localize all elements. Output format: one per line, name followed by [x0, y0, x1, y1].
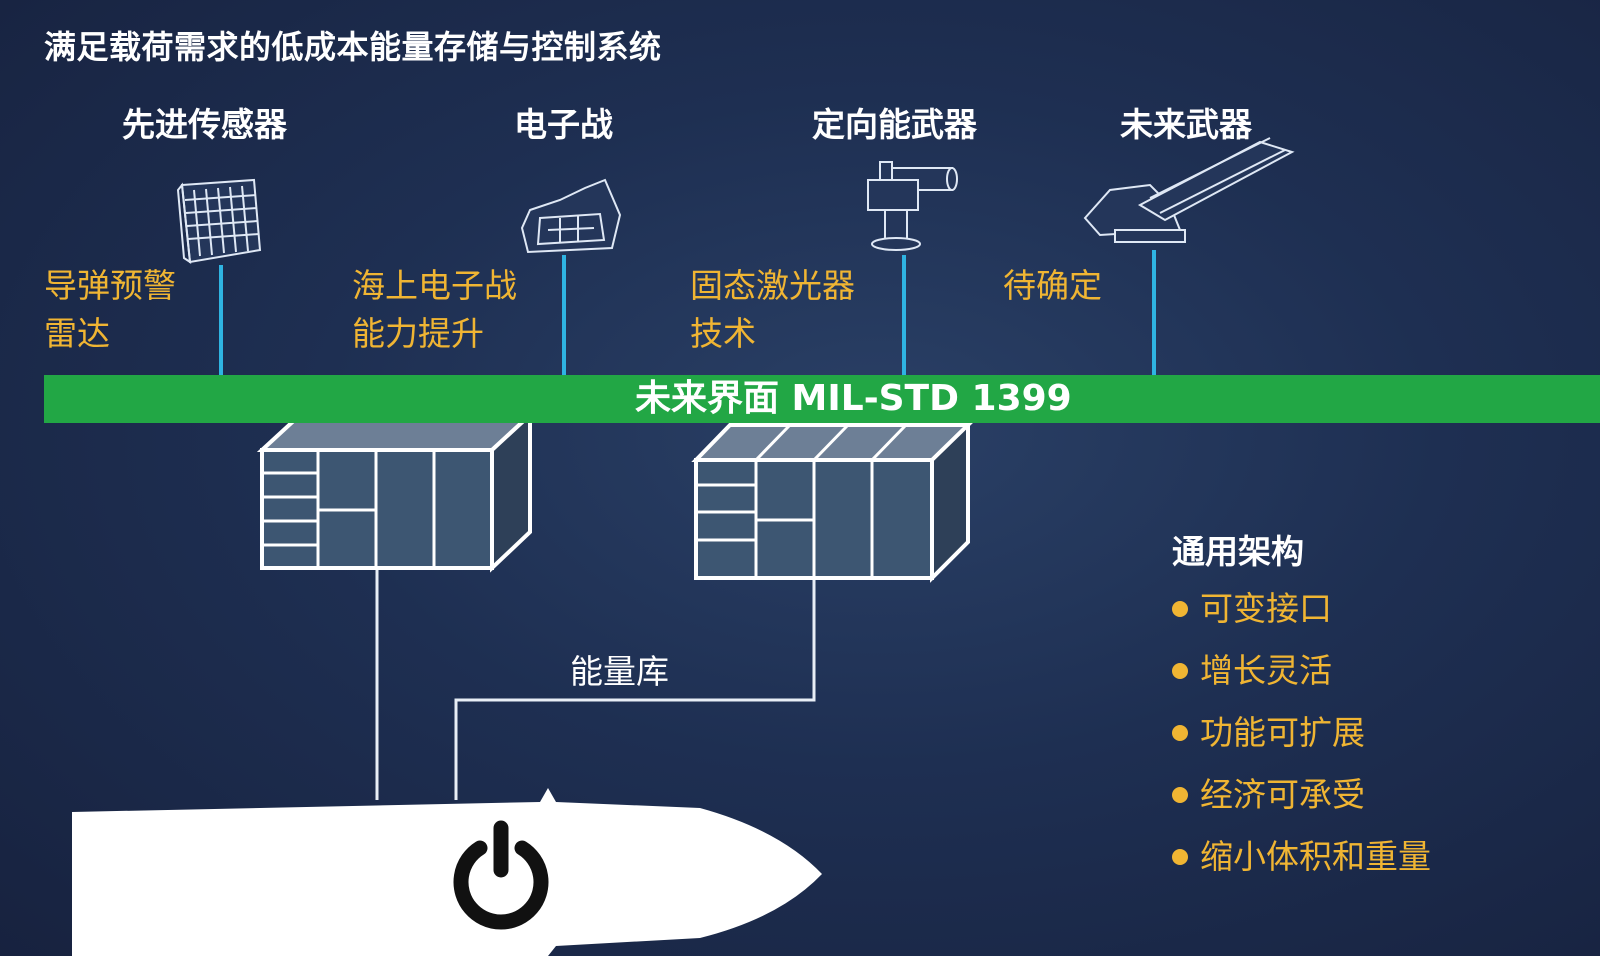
diagram-title: 满足载荷需求的低成本能量存储与控制系统 — [44, 28, 662, 66]
bus-label: 未来界面 MIL-STD 1399 — [635, 378, 1072, 419]
feature-label: 可变接口 — [1200, 589, 1332, 628]
list-item: 可变接口 — [1172, 588, 1431, 650]
architecture-feature-list: 可变接口 增长灵活 功能可扩展 经济可承受 缩小体积和重量 — [1172, 588, 1431, 898]
railgun-icon — [1083, 137, 1295, 243]
tech-electronic-warfare: 海上电子战 能力提升 — [352, 262, 517, 358]
tech-future-weapons: 待确定 — [1003, 262, 1102, 310]
laser-turret-icon — [867, 161, 958, 251]
tech-line: 技术 — [690, 314, 756, 353]
mil-std-bus — [44, 375, 1600, 423]
list-item: 功能可扩展 — [1172, 712, 1431, 774]
bullet-icon — [1172, 601, 1188, 617]
feature-label: 经济可承受 — [1200, 775, 1365, 814]
tech-advanced-sensors: 导弹预警 雷达 — [44, 262, 176, 358]
architecture-title: 通用架构 — [1172, 532, 1304, 571]
radar-icon — [176, 178, 262, 265]
bullet-icon — [1172, 849, 1188, 865]
connector-line — [902, 255, 906, 375]
list-item: 增长灵活 — [1172, 650, 1431, 712]
bullet-icon — [1172, 787, 1188, 803]
tech-line: 能力提升 — [352, 314, 484, 353]
feature-label: 增长灵活 — [1200, 651, 1332, 690]
category-future-weapons: 未来武器 — [1120, 105, 1252, 144]
energy-module-1 — [256, 410, 536, 573]
power-cables — [375, 570, 816, 800]
connector-line — [1152, 250, 1156, 375]
category-directed-energy: 定向能武器 — [812, 105, 977, 144]
category-advanced-sensors: 先进传感器 — [122, 105, 287, 144]
feature-label: 功能可扩展 — [1200, 713, 1365, 752]
energy-bank-label: 能量库 — [570, 652, 669, 691]
list-item: 缩小体积和重量 — [1172, 836, 1431, 898]
tech-line: 海上电子战 — [352, 266, 517, 305]
ew-equipment-icon — [520, 178, 622, 254]
tech-line: 固态激光器 — [690, 266, 855, 305]
tech-line: 导弹预警 — [44, 266, 176, 305]
tech-line: 雷达 — [44, 314, 110, 353]
tech-line: 待确定 — [1003, 266, 1102, 305]
power-icon — [453, 820, 549, 930]
feature-label: 缩小体积和重量 — [1200, 837, 1431, 876]
category-electronic-warfare: 电子战 — [514, 105, 613, 144]
energy-module-2 — [691, 420, 973, 583]
bullet-icon — [1172, 725, 1188, 741]
list-item: 经济可承受 — [1172, 774, 1431, 836]
connector-line — [562, 255, 566, 375]
bullet-icon — [1172, 663, 1188, 679]
tech-directed-energy: 固态激光器 技术 — [690, 262, 855, 358]
ship-hull — [72, 788, 822, 956]
connector-line — [219, 265, 223, 375]
